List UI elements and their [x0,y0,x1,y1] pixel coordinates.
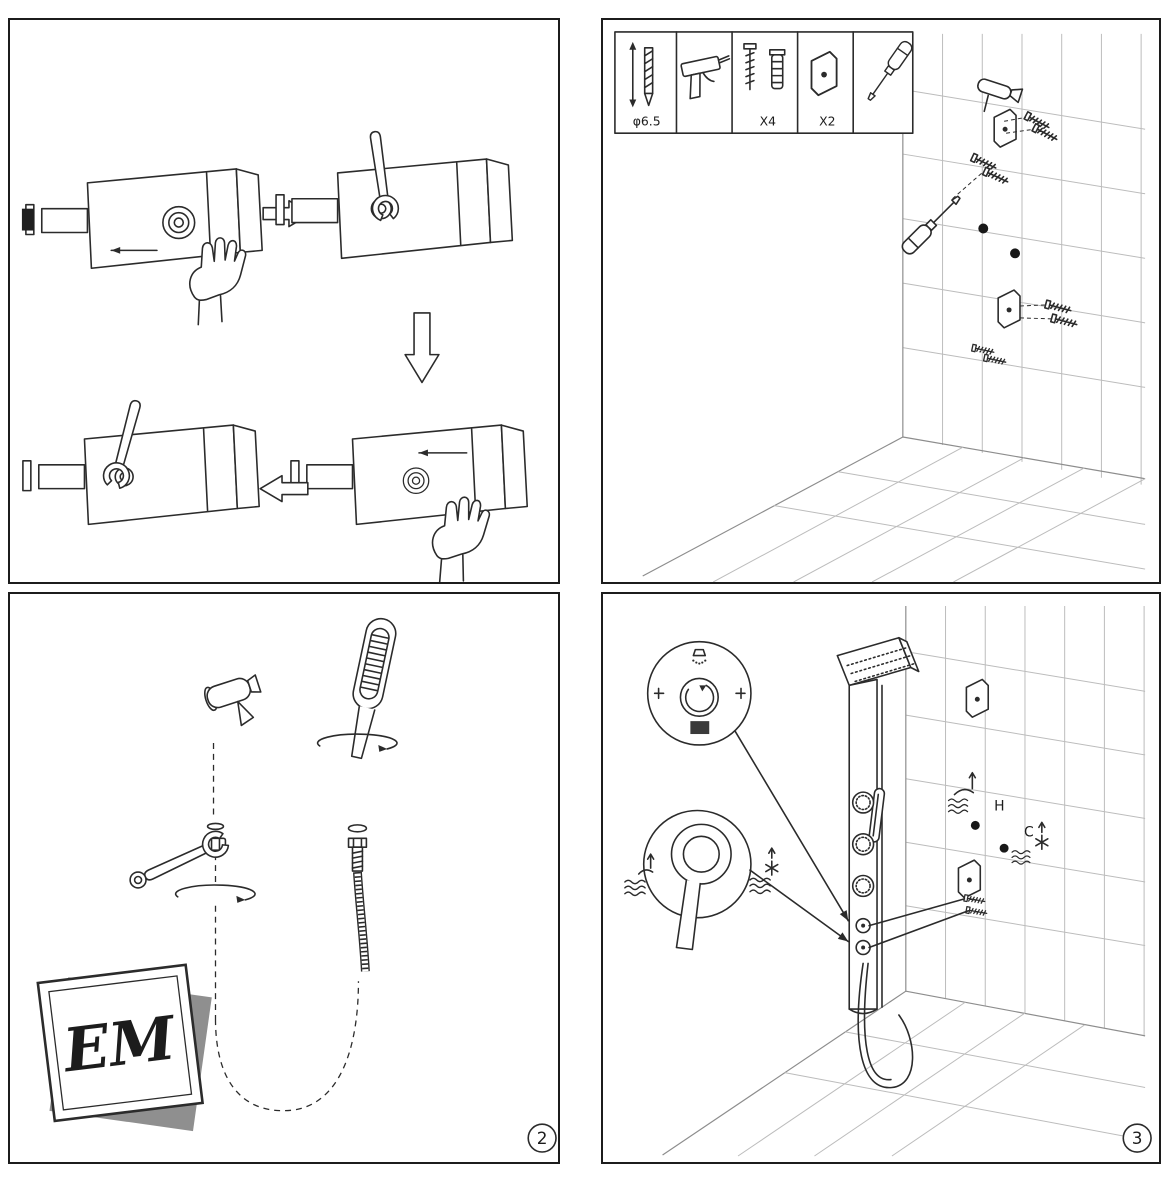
page-number: 2 [537,1128,548,1148]
wall-plug-dot [1010,248,1020,259]
page-number: 3 [1132,1128,1143,1148]
drill-bit-size-label: φ6.5 [633,113,661,128]
body-jets [851,791,875,898]
tiled-wall-drawing [662,605,1146,1156]
drill-bit-icon [629,41,654,108]
rotate-to-tighten-icon [174,884,256,904]
cold-waves-icon [749,847,779,895]
step-1-drawing [21,168,263,328]
lower-bracket-assembly [970,289,1079,367]
screw-icon [1043,299,1073,316]
panel-shower-column-installed: H C 3 [601,592,1161,1164]
step-2-drawing [275,129,514,260]
detail-knob-front-view [642,809,752,951]
callout-arrow [837,932,849,942]
screw-icon [981,166,1011,187]
wall-plug-dot [978,223,989,234]
washer-icon [347,824,368,833]
hose-nut-icon [204,837,227,851]
wall-bracket-icon [810,50,838,97]
wall-bracket-icon [965,678,990,718]
washer-icon [206,822,225,831]
hand-shower-on-panel [868,787,886,843]
shower-hose-drawing [353,871,370,972]
wall-plug-dot [999,843,1009,853]
hose-routing-dashed-line [204,742,360,1112]
pipe-cap [21,208,34,231]
tiled-wall-drawing [642,33,1146,577]
shower-spray-icon [692,648,707,665]
panel-bracket-assembly-steps [8,18,560,584]
next-step-arrow-icon [404,312,440,384]
brackets-quantity-label: X2 [819,113,835,128]
panel-hose [857,962,914,1089]
page-number-badge: 3 [1122,1123,1152,1153]
shower-panel-drawing [836,636,920,1089]
hot-side-icons: H [947,771,1005,814]
floor-tiles-drawing [712,446,1146,582]
screwdriver-on-wall [899,152,1011,258]
label-plate [690,721,710,735]
pipe-fitting-icon [162,205,196,240]
motion-arrow [111,246,121,254]
floor-tiles-drawing [737,1001,1146,1157]
hardware-parts-box: φ6.5 X4 X2 [614,31,915,135]
screws-quantity-label: X4 [760,113,776,128]
wall-bracket-icon [957,859,982,899]
shower-holder-drawing [204,674,262,727]
screw-icon [1049,313,1079,330]
em-logo: EM [36,963,212,1132]
steam-up-icon [624,853,655,897]
caulk-gun-icon [680,55,731,100]
step-4-drawing [22,396,260,526]
cold-side-icons: C [1011,821,1049,865]
screw-icon [970,343,996,357]
next-step-arrow-icon [259,474,309,503]
wall-bracket-icon [997,289,1021,329]
rotation-arrow [699,685,707,692]
shower-bracket-drawing [22,424,260,526]
shower-holder-mount-drawing [977,78,1060,148]
page-number-badge: 2 [527,1123,557,1153]
pipe-fitting-icon [402,467,430,495]
screwdriver-icon [899,191,965,258]
wrench-icon [139,827,232,890]
screw-icon [963,894,986,906]
screw-icon [965,906,988,918]
hand-shower-drawing [350,617,397,760]
panel-hand-shower-hose: EM 2 [8,592,560,1164]
motion-arrow [419,449,428,457]
step-3-drawing [290,424,529,582]
wall-plug-dot [970,820,980,830]
detail-knob-top-view [646,640,752,746]
screw-and-anchor-icon [743,43,786,91]
callout-arrow [839,910,849,921]
hose-adapter-drawing [347,837,368,872]
panel-wall-mounting: φ6.5 X4 X2 [601,18,1161,584]
hot-label: H [994,798,1004,814]
cold-label: C [1024,824,1034,840]
logo-text: EM [58,1003,181,1087]
